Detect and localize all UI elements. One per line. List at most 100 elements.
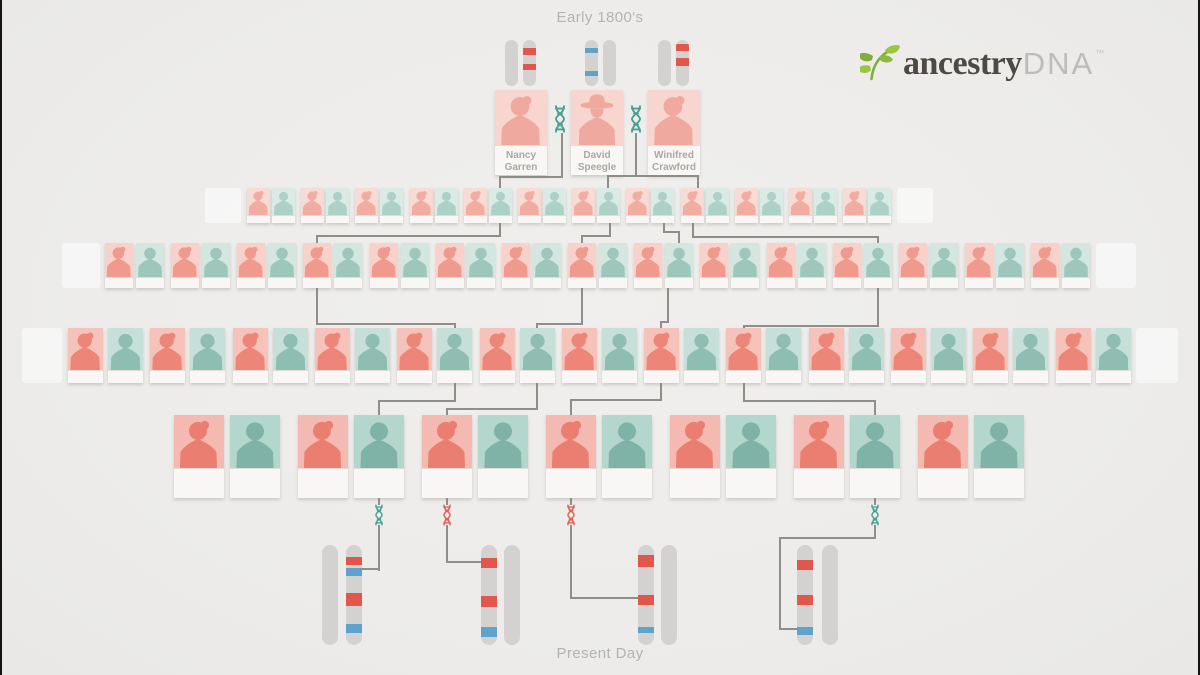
silhouette-male-icon: [136, 243, 164, 277]
portrait-card-male: [996, 243, 1024, 288]
portrait-label-strip: [171, 277, 199, 288]
faded-card-ghost: [897, 188, 933, 223]
portrait-label-strip: [546, 468, 596, 498]
silhouette-female-icon: [303, 243, 331, 277]
portrait-label-strip: [478, 468, 528, 498]
portrait-card-female: [681, 188, 704, 223]
silhouette-male-icon: [355, 328, 390, 370]
silhouette-male-icon: [380, 188, 403, 215]
silhouette-female-icon: [572, 188, 595, 215]
silhouette-male-icon: [974, 415, 1024, 468]
portrait-label-strip: [397, 370, 432, 383]
portrait-label-strip: [973, 370, 1008, 383]
portrait-label-strip: [706, 215, 729, 223]
silhouette-male-icon: [1096, 328, 1131, 370]
portrait-card-female: [480, 328, 515, 383]
connector-line: [561, 133, 563, 178]
silhouette-male-icon: [798, 243, 826, 277]
portrait-label-strip: [814, 215, 837, 223]
portrait-label-strip: [489, 215, 512, 223]
silhouette-male-icon: [1062, 243, 1090, 277]
portrait-card-male: [435, 188, 458, 223]
era-label-top: Early 1800's: [556, 9, 644, 26]
portrait-label-strip: [355, 215, 378, 223]
portrait-card-female: [518, 188, 541, 223]
portrait-label-strip: [520, 370, 555, 383]
dna-helix-icon: [867, 504, 883, 526]
silhouette-male-icon: [726, 415, 776, 468]
portrait-card-female: [634, 243, 662, 288]
portrait-card-female: [105, 243, 133, 288]
portrait-label-strip: [190, 370, 225, 383]
silhouette-female-icon: [794, 415, 844, 468]
silhouette-male-icon: [849, 328, 884, 370]
silhouette-male-icon: [326, 188, 349, 215]
portrait-label-strip: [268, 277, 296, 288]
silhouette-female-icon: [634, 243, 662, 277]
connector-line: [378, 525, 380, 571]
silhouette-female-icon: [891, 328, 926, 370]
portrait-card-male: [272, 188, 295, 223]
silhouette-male-icon: [651, 188, 674, 215]
ancestor-first-name: Winifred: [654, 150, 694, 161]
portrait-label-strip: [602, 468, 652, 498]
portrait-label-strip: [760, 215, 783, 223]
portrait-card-female: [546, 415, 596, 498]
ancestor-last-name: Garren: [504, 161, 538, 173]
portrait-card-female: [174, 415, 224, 498]
portrait-card-female: [422, 415, 472, 498]
silhouette-female-icon: [899, 243, 927, 277]
silhouette-female-icon: [700, 243, 728, 277]
chromosome: [504, 545, 520, 645]
connector-line: [499, 176, 563, 178]
portrait-card-female: [1031, 243, 1059, 288]
portrait-card-male: [401, 243, 429, 288]
silhouette-female-icon: [315, 328, 350, 370]
portrait-label-strip: [533, 277, 561, 288]
portrait-card-male: [1013, 328, 1048, 383]
connector-line: [446, 525, 448, 563]
portrait-label-strip: [370, 277, 398, 288]
connector-line: [660, 382, 662, 401]
connector-line: [499, 222, 501, 237]
connector-line: [692, 236, 879, 238]
portrait-card-male: [602, 415, 652, 498]
connector-line: [663, 222, 665, 233]
portrait-card-male: [602, 328, 637, 383]
portrait-card-male: [467, 243, 495, 288]
portrait-card-male: [931, 328, 966, 383]
silhouette-male-icon: [190, 328, 225, 370]
silhouette-female-icon: [495, 90, 547, 145]
portrait-card-male: [437, 328, 472, 383]
chromosome-band: [638, 627, 654, 633]
connector-line: [743, 382, 745, 402]
portrait-card-male: [380, 188, 403, 223]
portrait-label-strip: [502, 277, 530, 288]
portrait-card-female: [562, 328, 597, 383]
portrait-label-strip: [568, 277, 596, 288]
portrait-card-female: [301, 188, 324, 223]
portrait-card-male: [651, 188, 674, 223]
silhouette-male-icon: [478, 415, 528, 468]
silhouette-female-icon: [767, 243, 795, 277]
faded-card-ghost: [1136, 328, 1178, 383]
dna-helix-icon: [628, 104, 644, 134]
portrait-label-strip: [700, 277, 728, 288]
connector-line: [316, 323, 456, 325]
portrait-card-female: [568, 243, 596, 288]
silhouette-male-icon: [814, 188, 837, 215]
chromosome-banded: [797, 545, 813, 645]
portrait-card-male: [597, 188, 620, 223]
silhouette-male-icon: [1013, 328, 1048, 370]
ancestor-last-name: Crawford: [652, 161, 696, 173]
silhouette-male-icon: [602, 328, 637, 370]
ancestor-last-name: Speegle: [577, 161, 617, 173]
portrait-label-strip: [435, 215, 458, 223]
silhouette-male-icon: [850, 415, 900, 468]
connector-line: [874, 400, 876, 416]
portrait-label-strip: [794, 468, 844, 498]
portrait-card-male: [1062, 243, 1090, 288]
connector-line: [570, 497, 572, 505]
silhouette-female-icon: [973, 328, 1008, 370]
